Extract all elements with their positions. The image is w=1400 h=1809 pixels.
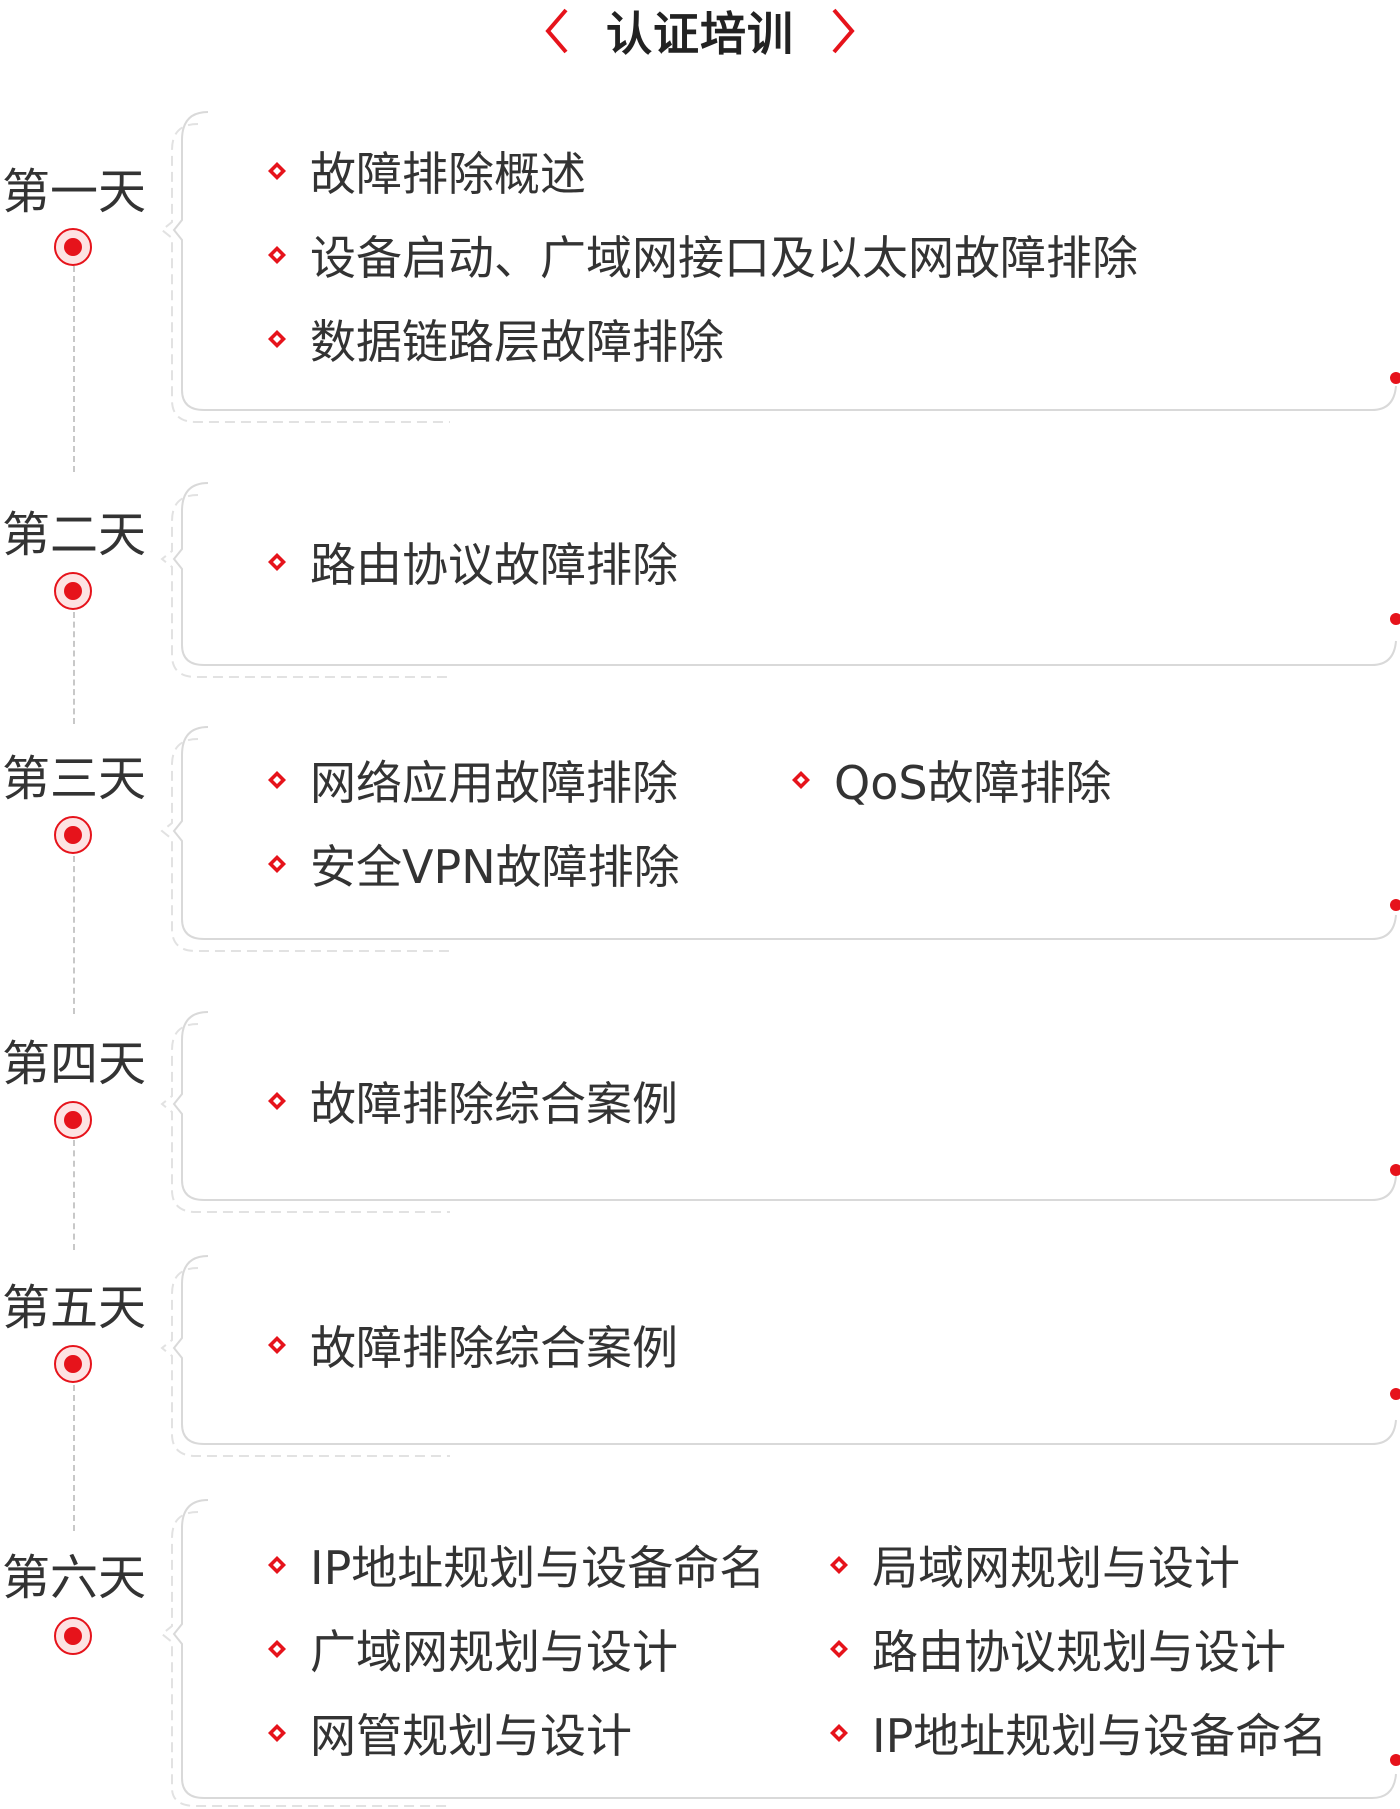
timeline-connector bbox=[73, 1140, 75, 1250]
timeline-connector bbox=[73, 612, 75, 724]
day-section-1: 第一天 故障排除概述 设备启动、广域网接口及以太网故障排除 数据链路层故障排除 bbox=[0, 110, 1400, 430]
course-item-text: IP地址规划与设备命名 bbox=[310, 1541, 766, 1595]
course-item: 故障排除概述 bbox=[266, 138, 586, 204]
course-item-text: QoS故障排除 bbox=[834, 756, 1112, 810]
timeline-dot-icon bbox=[54, 816, 92, 854]
course-item: 路由协议故障排除 bbox=[266, 529, 678, 595]
course-item-text: 故障排除综合案例 bbox=[310, 1321, 678, 1375]
section-header: 认证培训 bbox=[0, 0, 1400, 62]
day-card bbox=[160, 1011, 1400, 1213]
diamond-bullet-icon bbox=[268, 330, 286, 348]
diamond-bullet-icon bbox=[268, 246, 286, 264]
course-item: QoS故障排除 bbox=[790, 747, 1112, 813]
course-item: 安全VPN故障排除 bbox=[266, 831, 680, 897]
diamond-bullet-icon bbox=[268, 1724, 286, 1742]
page-title: 认证培训 bbox=[606, 7, 794, 61]
day-label: 第三天 bbox=[1, 751, 146, 807]
diamond-bullet-icon bbox=[830, 1556, 848, 1574]
course-item-text: 设备启动、广域网接口及以太网故障排除 bbox=[310, 231, 1138, 285]
timeline-dot-icon bbox=[54, 1617, 92, 1655]
diamond-bullet-icon bbox=[268, 1336, 286, 1354]
day-section-3: 第三天 网络应用故障排除 QoS故障排除 安全VPN故障排除 bbox=[0, 725, 1400, 955]
course-item: 网管规划与设计 bbox=[266, 1700, 632, 1766]
chevron-left-icon bbox=[545, 8, 568, 54]
day-section-4: 第四天 故障排除综合案例 bbox=[0, 1010, 1400, 1213]
course-item: 局域网规划与设计 bbox=[828, 1532, 1240, 1598]
day-label: 第六天 bbox=[1, 1550, 146, 1606]
timeline-dot-icon bbox=[54, 1101, 92, 1139]
course-item-text: 网管规划与设计 bbox=[310, 1709, 632, 1763]
diamond-bullet-icon bbox=[830, 1640, 848, 1658]
course-item: IP地址规划与设备命名 bbox=[266, 1532, 765, 1598]
course-item: 故障排除综合案例 bbox=[266, 1068, 678, 1134]
diamond-bullet-icon bbox=[268, 162, 286, 180]
day-card bbox=[160, 482, 1400, 678]
diamond-bullet-icon bbox=[830, 1724, 848, 1742]
timeline-dot-icon bbox=[54, 572, 92, 610]
course-item: 路由协议规划与设计 bbox=[828, 1616, 1286, 1682]
course-item: 设备启动、广域网接口及以太网故障排除 bbox=[266, 222, 1138, 288]
course-item: 数据链路层故障排除 bbox=[266, 306, 724, 372]
day-label: 第五天 bbox=[1, 1280, 146, 1336]
timeline-dot-icon bbox=[54, 228, 92, 266]
diamond-bullet-icon bbox=[268, 1092, 286, 1110]
course-item: 广域网规划与设计 bbox=[266, 1616, 678, 1682]
day-card bbox=[160, 1499, 1400, 1807]
diamond-bullet-icon bbox=[268, 1640, 286, 1658]
course-item-text: 广域网规划与设计 bbox=[310, 1625, 678, 1679]
course-item-text: 局域网规划与设计 bbox=[872, 1541, 1240, 1595]
course-item-text: 故障排除概述 bbox=[310, 147, 586, 201]
course-item: 故障排除综合案例 bbox=[266, 1312, 678, 1378]
diamond-bullet-icon bbox=[268, 771, 286, 789]
diamond-bullet-icon bbox=[792, 771, 810, 789]
course-item-text: 路由协议规划与设计 bbox=[872, 1625, 1286, 1679]
course-item-text: 故障排除综合案例 bbox=[310, 1077, 678, 1131]
course-item: IP地址规划与设备命名 bbox=[828, 1700, 1327, 1766]
diamond-bullet-icon bbox=[268, 1556, 286, 1574]
timeline-dot-icon bbox=[54, 1345, 92, 1383]
day-section-2: 第二天 路由协议故障排除 bbox=[0, 481, 1400, 681]
course-item-text: 网络应用故障排除 bbox=[310, 756, 678, 810]
timeline-connector bbox=[73, 1385, 75, 1531]
day-section-5: 第五天 故障排除综合案例 bbox=[0, 1254, 1400, 1457]
day-section-6: 第六天 IP地址规划与设备命名 局域网规划与设计 广域网规划与设计 路由协议规划… bbox=[0, 1498, 1400, 1809]
day-label: 第一天 bbox=[1, 164, 146, 220]
day-card bbox=[160, 111, 1400, 423]
course-item-text: 数据链路层故障排除 bbox=[310, 315, 724, 369]
timeline-connector bbox=[73, 266, 75, 472]
day-card bbox=[160, 726, 1400, 952]
day-card bbox=[160, 1255, 1400, 1457]
course-item-text: IP地址规划与设备命名 bbox=[872, 1709, 1328, 1763]
diamond-bullet-icon bbox=[268, 553, 286, 571]
day-label: 第二天 bbox=[1, 507, 146, 563]
chevron-right-icon bbox=[832, 8, 855, 54]
diamond-bullet-icon bbox=[268, 855, 286, 873]
course-item: 网络应用故障排除 bbox=[266, 747, 678, 813]
course-item-text: 路由协议故障排除 bbox=[310, 538, 678, 592]
timeline-connector bbox=[73, 856, 75, 1014]
day-label: 第四天 bbox=[1, 1036, 146, 1092]
course-item-text: 安全VPN故障排除 bbox=[310, 840, 680, 894]
